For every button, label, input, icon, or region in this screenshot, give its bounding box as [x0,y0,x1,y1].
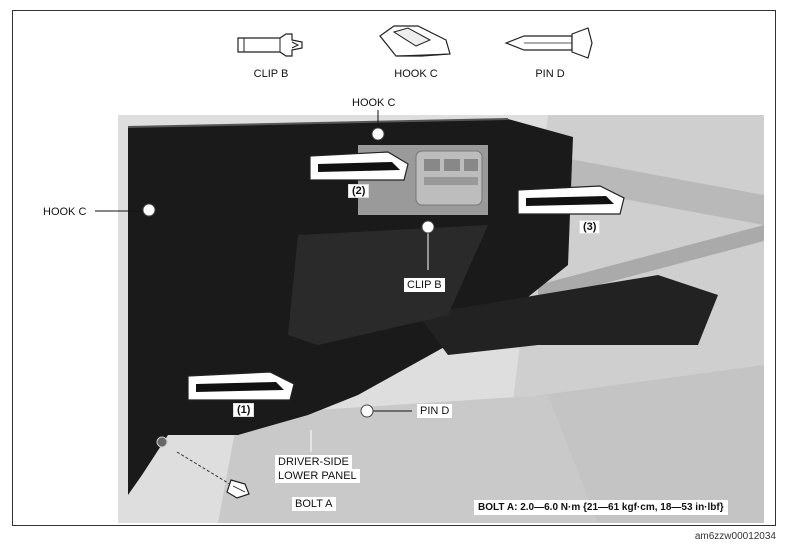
arrow-1-icon [187,371,295,401]
legend-hook-c-label: HOOK C [394,68,438,80]
hook-c-left-label: HOOK C [40,205,90,219]
arrow-3-icon [517,185,625,215]
pin-d-icon [504,27,593,59]
step-2-label: (2) [348,184,370,198]
torque-spec: BOLT A: 2.0—6.0 N·m {21—61 kgf·cm, 18—53… [474,500,728,515]
clip-b-label: CLIP B [404,278,445,292]
arrow-2-icon [309,151,409,181]
hook-c-icon [379,25,451,57]
step-1-label: (1) [233,403,255,417]
panel-label-line1: DRIVER-SIDE [275,455,352,469]
bolt-a-label: BOLT A [292,497,336,511]
hook-c-top-label: HOOK C [349,96,399,110]
legend-pin-d-label: PIN D [535,68,565,80]
figure-code: am6zzw00012034 [694,531,776,542]
panel-label-line2: LOWER PANEL [275,469,360,483]
legend-clip-b-label: CLIP B [253,68,289,80]
bolt-icon [176,451,250,499]
clip-b-icon [237,33,303,57]
step-3-label: (3) [579,220,601,234]
pin-d-label: PIN D [417,404,453,418]
panel-photo [118,115,764,523]
